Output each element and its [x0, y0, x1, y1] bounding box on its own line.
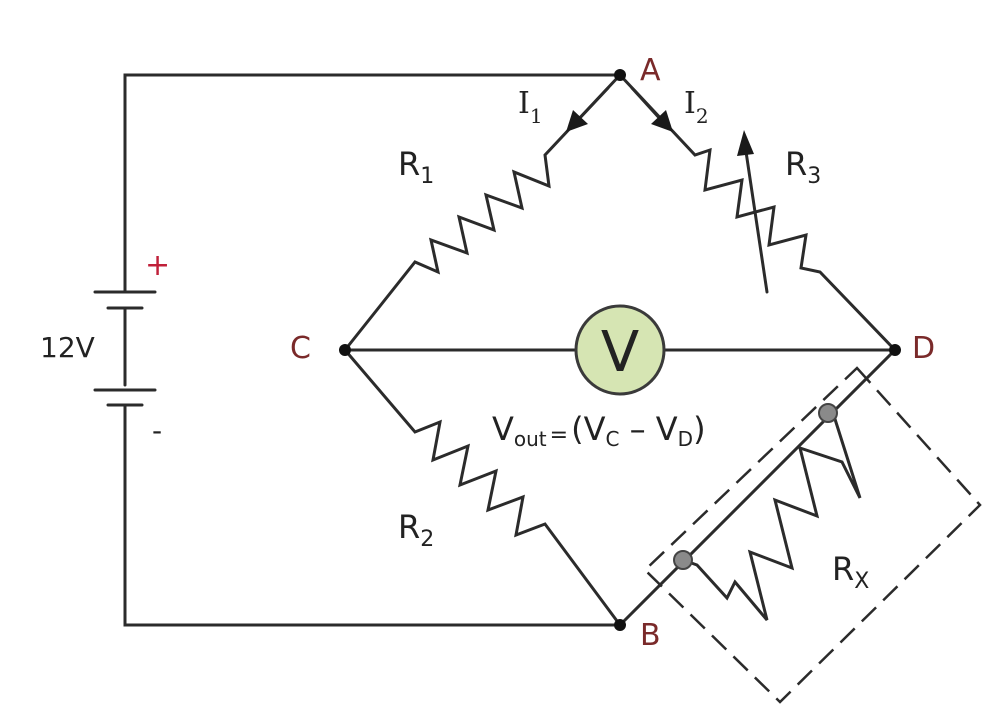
- bottom-wire: [123, 403, 622, 627]
- variable-resistor-arrowhead: [737, 130, 754, 156]
- rx-terminal-lower: [673, 550, 693, 570]
- node-d-label: D: [912, 331, 935, 366]
- top-wire: [123, 73, 622, 294]
- resistor-rx-path: [682, 415, 862, 621]
- voltmeter-symbol: V: [601, 320, 639, 385]
- node-a-label: A: [640, 53, 661, 88]
- node-c-dot: [339, 344, 351, 356]
- resistor-r1: [343, 73, 622, 351]
- rx-terminal-upper: [818, 403, 838, 423]
- battery-voltage-label: 12V: [40, 331, 95, 364]
- outer-circuit-wires: [123, 73, 622, 627]
- resistor-r3: [618, 73, 897, 352]
- resistor-r3-label: R3: [785, 145, 821, 189]
- current-i1-label: I1: [518, 86, 543, 128]
- rx-dashed-enclosure: [643, 366, 982, 704]
- wire-d-to-b: [618, 348, 897, 627]
- current-arrows: [566, 86, 673, 132]
- battery-symbol: [93, 290, 157, 407]
- i1-arrowhead: [566, 110, 588, 132]
- i2-arrowhead: [651, 110, 673, 132]
- resistor-r1-path: [343, 73, 622, 351]
- vout-formula: Vout=(VC – VD): [492, 410, 706, 451]
- i2-arrow-shaft: [630, 86, 664, 123]
- resistor-rx-label: RX: [832, 550, 869, 594]
- resistor-r2-label: R2: [398, 508, 434, 552]
- resistor-r2-path: [343, 349, 622, 626]
- resistor-r2: [343, 349, 622, 626]
- voltmeter-circle: [574, 304, 666, 396]
- resistor-rx: [673, 403, 862, 621]
- resistor-r1-label: R1: [398, 145, 434, 189]
- i1-arrow-shaft: [575, 86, 610, 123]
- node-d-dot: [889, 344, 901, 356]
- node-c-label: C: [290, 331, 311, 366]
- node-a-dot: [614, 69, 626, 81]
- voltmeter: V: [574, 304, 666, 396]
- variable-resistor-arrow-shaft: [743, 143, 769, 294]
- node-b-label: B: [640, 618, 661, 653]
- current-i2-label: I2: [684, 86, 709, 128]
- battery-minus-sign: -: [152, 414, 162, 447]
- battery-plus-sign: +: [145, 248, 170, 283]
- node-dots: [339, 69, 901, 631]
- node-b-dot: [614, 619, 626, 631]
